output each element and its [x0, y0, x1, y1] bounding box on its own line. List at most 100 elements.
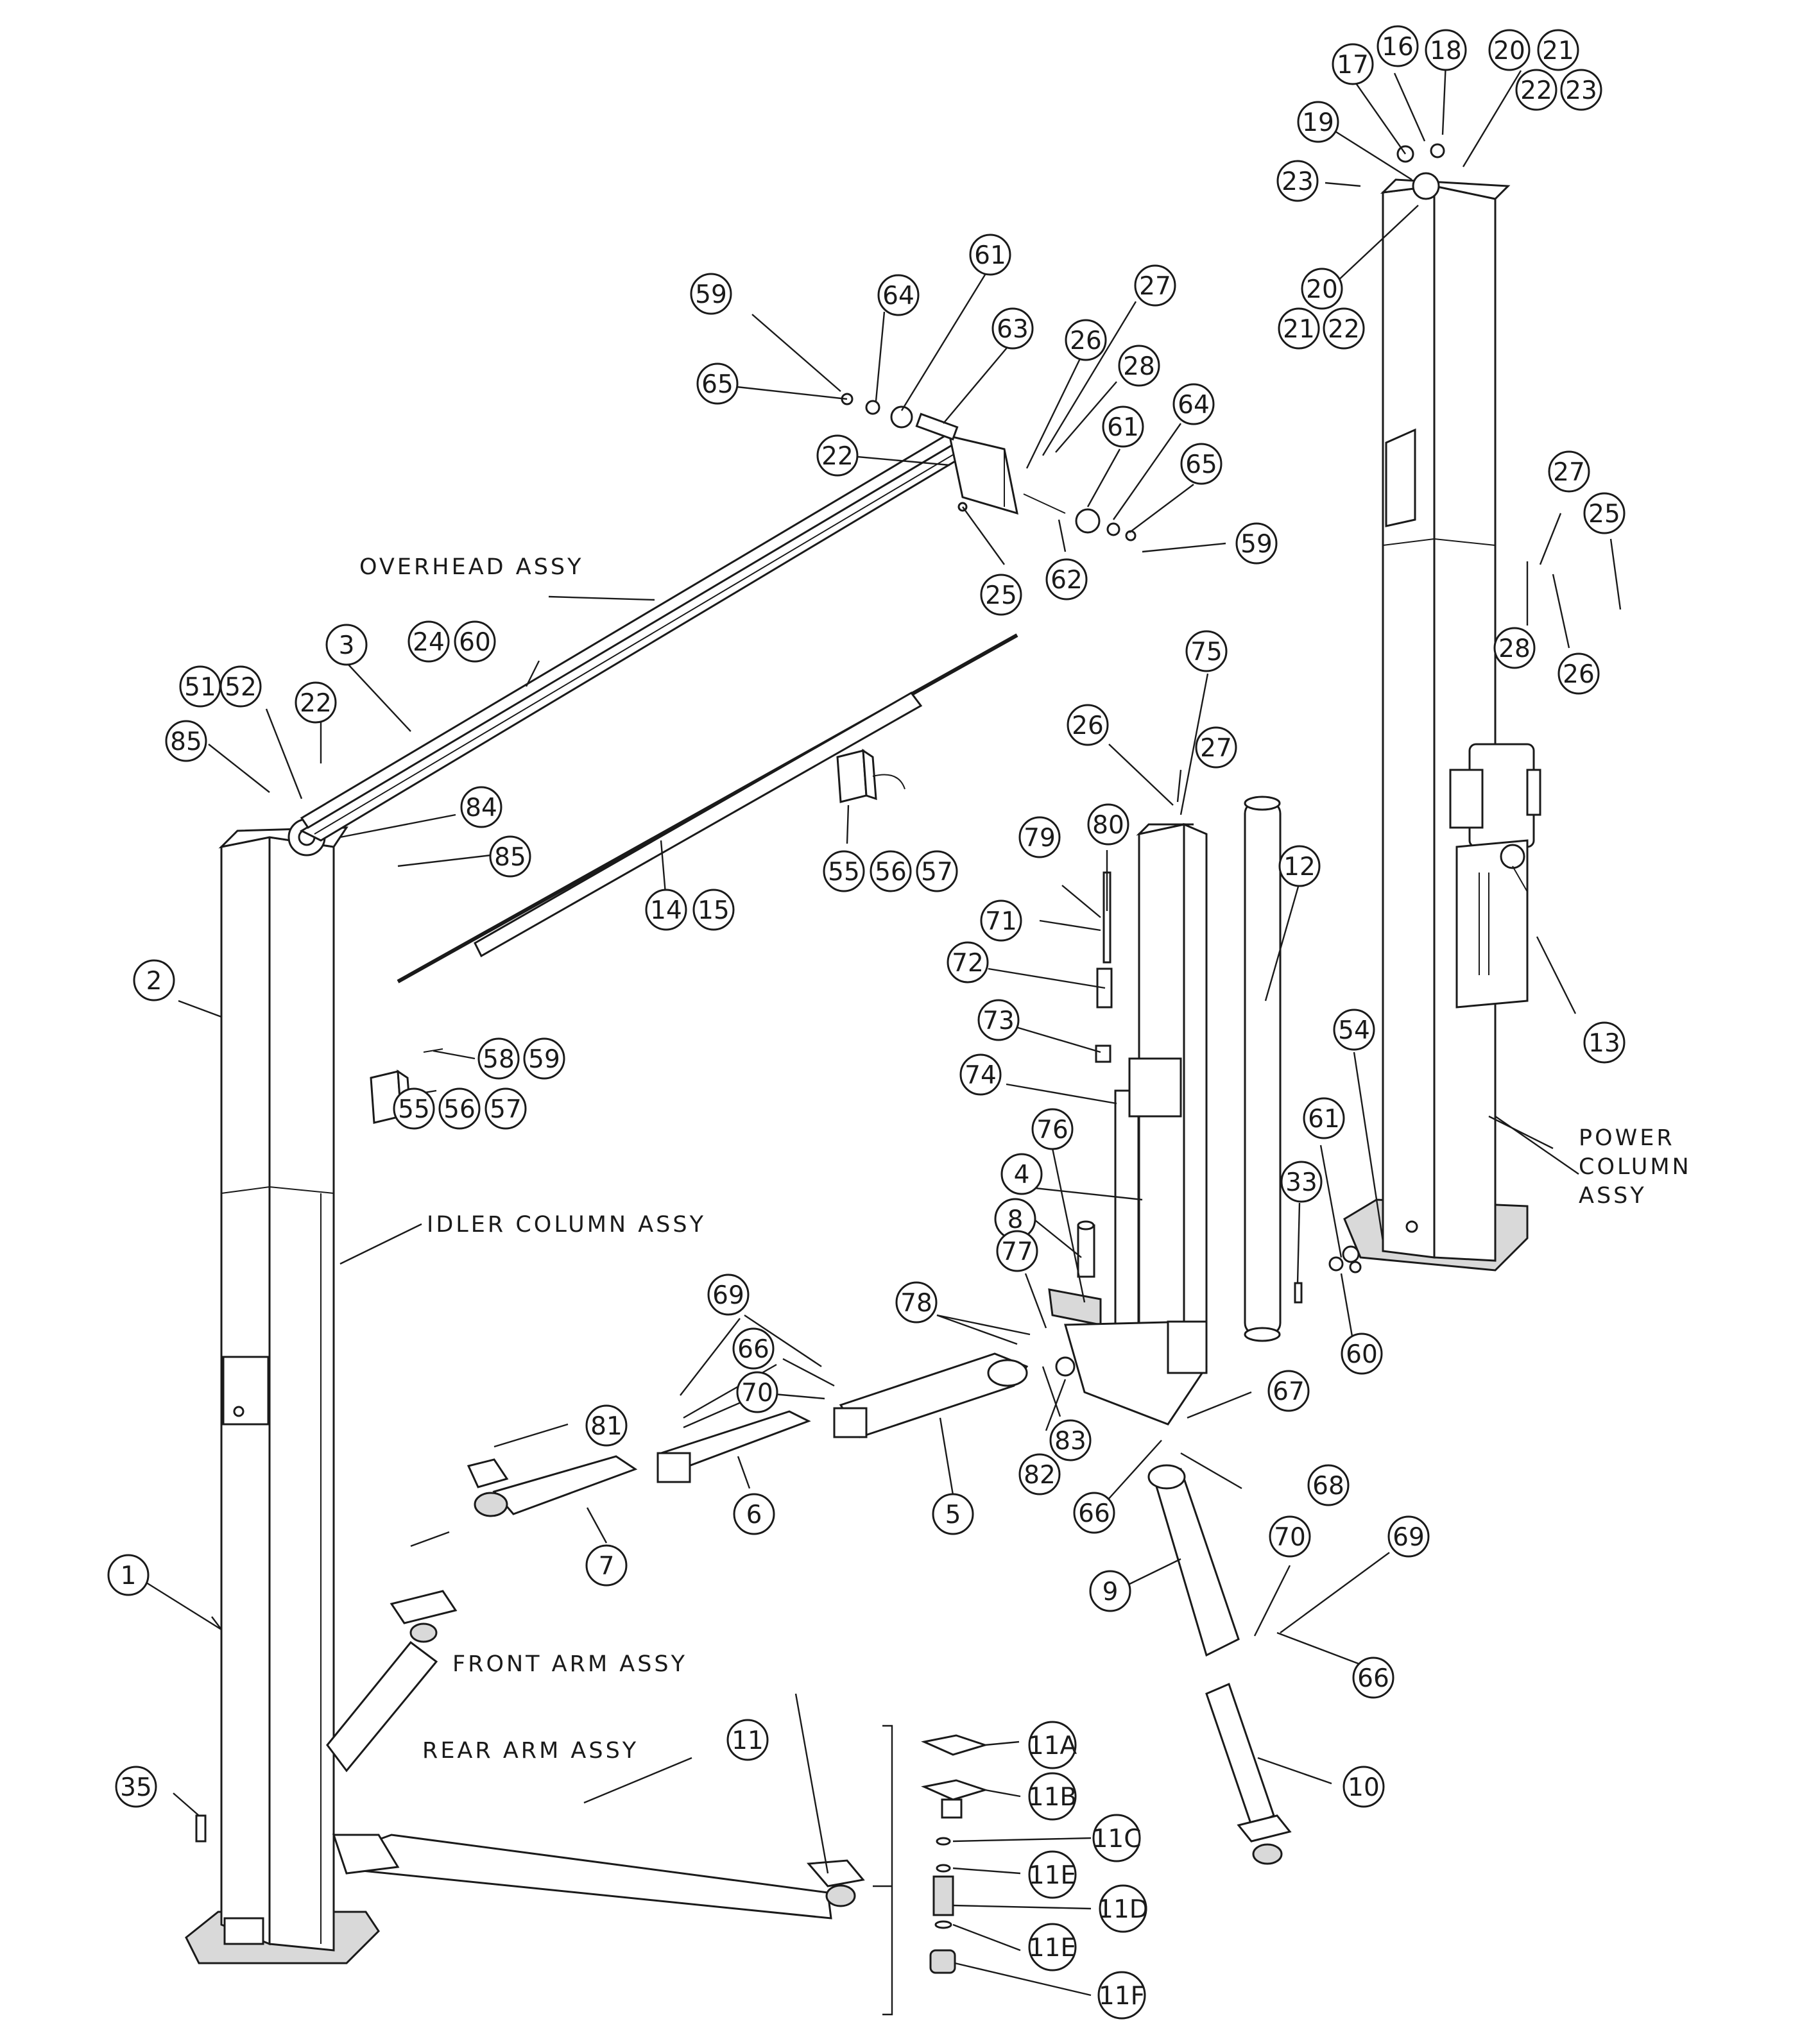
- callout-balloon: [1333, 1009, 1375, 1051]
- cylinder-drawing: [1244, 796, 1282, 1342]
- callout-label: 22: [300, 689, 332, 718]
- callout-label: 66: [737, 1335, 769, 1364]
- callout-balloon: [969, 234, 1011, 276]
- callout-balloon: [645, 889, 687, 931]
- callout-balloon: [115, 1766, 157, 1808]
- callout-label: 11D: [1097, 1895, 1149, 1924]
- callout-label: 64: [882, 282, 914, 311]
- callout-label: 59: [1240, 530, 1273, 559]
- callout-balloon: [1049, 1419, 1092, 1461]
- callout-21: 21: [1278, 307, 1320, 350]
- callout-balloon: [1269, 1515, 1311, 1558]
- callout-61: 61: [969, 234, 1011, 276]
- callout-balloon: [1560, 69, 1602, 111]
- callout-label: 13: [1588, 1029, 1620, 1058]
- callout-label: 54: [1338, 1016, 1370, 1045]
- callout-balloon: [1045, 558, 1088, 600]
- callout-61: 61: [1102, 405, 1144, 448]
- callout-balloon: [585, 1404, 628, 1447]
- callout-13: 13: [1583, 1021, 1626, 1064]
- callout-label: 61: [1308, 1105, 1340, 1134]
- callout-balloon: [823, 850, 865, 892]
- callout-69: 69: [1387, 1515, 1430, 1558]
- callout-balloon: [477, 1037, 520, 1080]
- callout-balloon: [165, 720, 207, 762]
- callout-label: 81: [590, 1412, 622, 1441]
- callout-label: 3: [339, 631, 355, 660]
- callout-label: 69: [712, 1281, 744, 1310]
- callout-label: 16: [1382, 33, 1414, 62]
- callout-72: 72: [947, 941, 989, 984]
- callout-22: 22: [1515, 69, 1557, 111]
- callout-balloon: [325, 624, 368, 666]
- callout-balloon: [816, 434, 859, 477]
- callout-label: 23: [1565, 76, 1597, 105]
- callout-balloon: [438, 1087, 481, 1130]
- callout-33: 33: [1280, 1161, 1323, 1203]
- callout-66: 66: [732, 1327, 775, 1370]
- callout-label: 56: [875, 858, 907, 887]
- callout-label: 67: [1273, 1377, 1305, 1406]
- callout-label: 12: [1283, 853, 1316, 881]
- callout-60: 60: [1341, 1333, 1383, 1375]
- callout-23: 23: [1560, 69, 1602, 111]
- callout-label: 28: [1498, 634, 1531, 663]
- callout-balloon: [1087, 803, 1129, 846]
- callout-label: 11E: [1029, 1861, 1076, 1890]
- callout-balloon: [1018, 816, 1061, 858]
- callout-label: 74: [965, 1061, 997, 1090]
- callout-balloon: [1089, 1570, 1131, 1612]
- callout-21: 21: [1537, 29, 1579, 71]
- callout-label: 25: [1588, 500, 1620, 529]
- callout-8: 8: [994, 1198, 1036, 1240]
- callout-11: 11: [726, 1719, 769, 1761]
- callout-balloon: [1118, 345, 1160, 387]
- callout-balloon: [454, 620, 496, 663]
- callout-label: 28: [1123, 352, 1155, 381]
- callout-balloon: [393, 1087, 435, 1130]
- callout-balloon: [485, 1087, 527, 1130]
- callout-11a: 11A: [1028, 1721, 1077, 1769]
- callout-label: 60: [459, 628, 491, 657]
- power-column-assy-label-2: COLUMN: [1579, 1154, 1692, 1180]
- callout-balloon: [408, 620, 450, 663]
- callout-28: 28: [1493, 627, 1536, 669]
- callout-balloon: [1028, 1923, 1077, 1972]
- callout-balloon: [726, 1719, 769, 1761]
- callout-label: 11C: [1092, 1825, 1142, 1853]
- callout-balloon: [1488, 29, 1531, 71]
- callout-19: 19: [1297, 101, 1339, 143]
- carriage-drawing: [1048, 822, 1208, 1426]
- callout-label: 23: [1282, 167, 1314, 196]
- callout-balloon: [692, 889, 735, 931]
- callout-label: 80: [1092, 811, 1124, 840]
- callout-79: 79: [1018, 816, 1061, 858]
- callout-balloon: [932, 1493, 974, 1535]
- callout-16: 16: [1377, 25, 1419, 67]
- callout-17: 17: [1332, 43, 1374, 85]
- callout-balloon: [1102, 405, 1144, 448]
- callout-label: 71: [985, 907, 1017, 936]
- callout-5: 5: [932, 1493, 974, 1535]
- callout-label: 70: [1274, 1523, 1306, 1552]
- callout-1: 1: [107, 1554, 150, 1596]
- callout-balloon: [1323, 307, 1365, 350]
- callout-label: 22: [1520, 76, 1552, 105]
- callout-78: 78: [895, 1281, 938, 1324]
- overhead-beam-drawing: [299, 393, 1137, 842]
- callout-59: 59: [690, 273, 732, 315]
- callout-balloon: [977, 999, 1020, 1041]
- callout-balloon: [1301, 268, 1343, 310]
- callout-balloon: [947, 941, 989, 984]
- callout-22: 22: [816, 434, 859, 477]
- callout-24: 24: [408, 620, 450, 663]
- callout-14: 14: [645, 889, 687, 931]
- callout-55: 55: [393, 1087, 435, 1130]
- callout-balloon: [895, 1281, 938, 1324]
- callout-3: 3: [325, 624, 368, 666]
- callout-11f: 11F: [1097, 1971, 1146, 2020]
- callout-26: 26: [1065, 319, 1107, 361]
- callout-label: 65: [701, 370, 734, 399]
- power-column-drawing: [1328, 143, 1541, 1272]
- callout-26: 26: [1067, 704, 1109, 746]
